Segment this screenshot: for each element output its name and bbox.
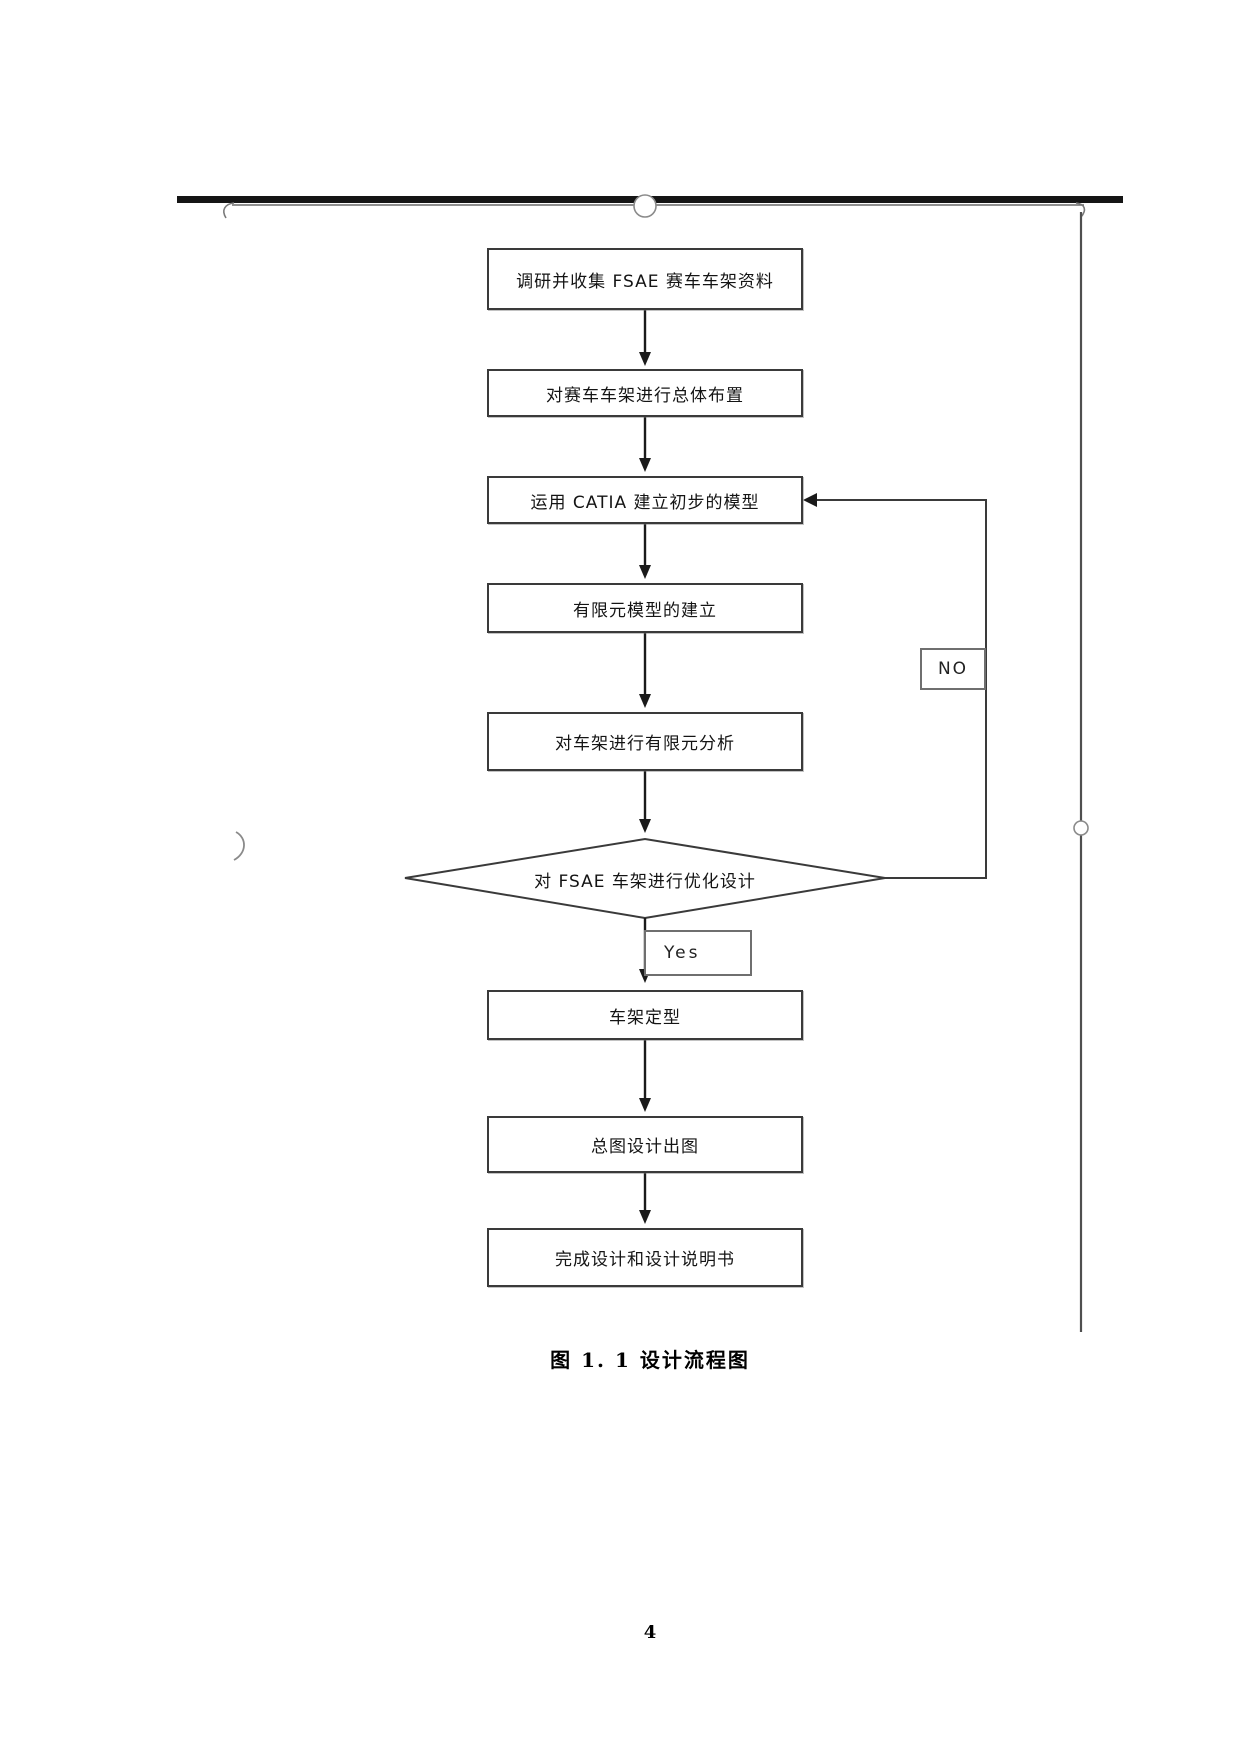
flow-arrowhead-8 bbox=[639, 1210, 651, 1224]
no-branch-label: NO bbox=[937, 659, 969, 679]
flow-arrowhead-3 bbox=[639, 565, 651, 579]
flow-step-label: 调研并收集 FSAE 赛车车架资料 bbox=[516, 271, 774, 292]
flow-step-box-frame-finalize: 车架定型 bbox=[487, 990, 803, 1040]
flow-step-box-catia-model: 运用 CATIA 建立初步的模型 bbox=[487, 476, 803, 524]
flow-step-label: 运用 CATIA 建立初步的模型 bbox=[530, 492, 760, 513]
flow-arrowhead-4 bbox=[639, 694, 651, 708]
scan-curl-top-right bbox=[1075, 202, 1086, 218]
flow-arrowhead-2 bbox=[639, 458, 651, 472]
flow-step-label: 完成设计和设计说明书 bbox=[555, 1250, 735, 1270]
flow-step-label: 对赛车车架进行总体布置 bbox=[546, 385, 744, 406]
page-number: 4 bbox=[643, 1622, 657, 1643]
decision-diamond-label: 对 FSAE 车架进行优化设计 bbox=[465, 867, 825, 892]
flow-step-label: 对车架进行有限元分析 bbox=[555, 734, 735, 754]
flow-step-box-general-drawing: 总图设计出图 bbox=[487, 1116, 803, 1173]
flow-step-box-fem-analysis: 对车架进行有限元分析 bbox=[487, 712, 803, 771]
flow-step-box-fem-model: 有限元模型的建立 bbox=[487, 583, 803, 633]
figure-caption: 图 1. 1 设计流程图 bbox=[550, 1348, 750, 1372]
flow-arrowhead-7 bbox=[639, 1098, 651, 1112]
flow-step-box-complete-design: 完成设计和设计说明书 bbox=[487, 1228, 803, 1287]
no-branch-label-box: NO bbox=[920, 648, 986, 690]
yes-branch-label: Yes bbox=[664, 943, 701, 963]
flow-step-label: 车架定型 bbox=[609, 1007, 681, 1028]
flow-step-label: 有限元模型的建立 bbox=[573, 600, 717, 621]
decision-diamond-shape bbox=[404, 837, 886, 920]
scan-hole-mark-left bbox=[233, 831, 245, 861]
flow-arrowhead-1 bbox=[639, 352, 651, 366]
loop-connector-no-path bbox=[814, 499, 987, 879]
scan-hole-circle-right bbox=[1073, 820, 1089, 836]
flow-step-box-layout: 对赛车车架进行总体布置 bbox=[487, 369, 803, 417]
flow-step-label: 总图设计出图 bbox=[591, 1137, 699, 1157]
loop-arrowhead bbox=[803, 493, 817, 507]
yes-branch-label-box: Yes bbox=[644, 930, 752, 976]
flow-step-box-research: 调研并收集 FSAE 赛车车架资料 bbox=[487, 248, 803, 310]
flow-arrowhead-5 bbox=[639, 819, 651, 833]
scan-curl-top-left bbox=[223, 202, 235, 219]
decision-label-text: 对 FSAE 车架进行优化设计 bbox=[534, 871, 756, 892]
scan-notch-circle-top bbox=[633, 194, 657, 218]
